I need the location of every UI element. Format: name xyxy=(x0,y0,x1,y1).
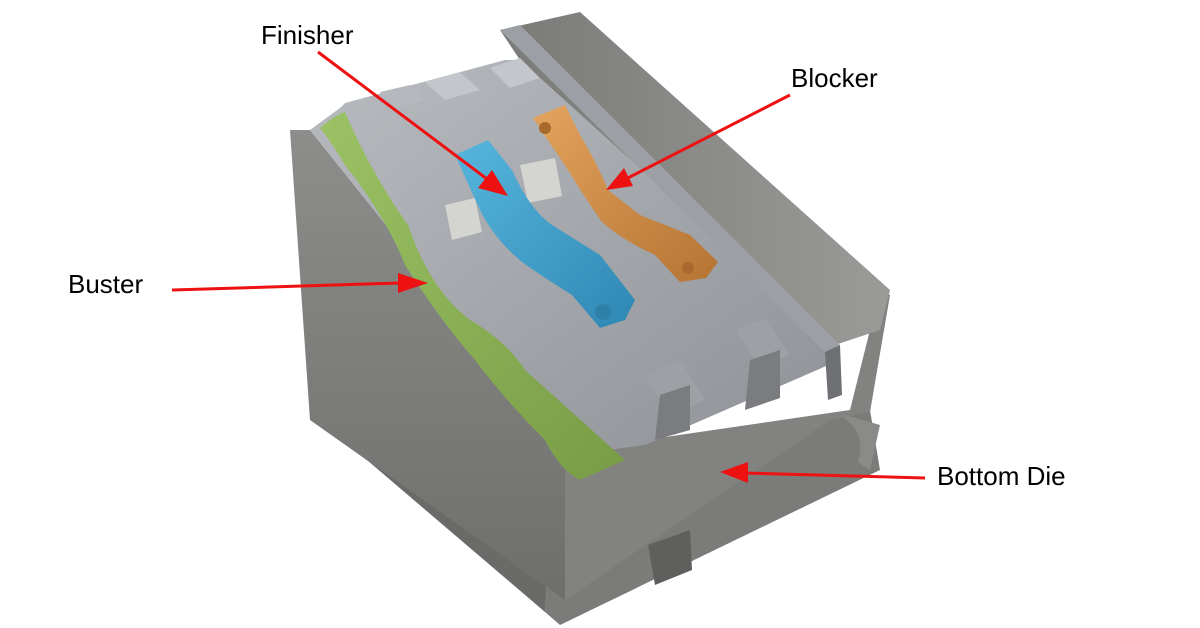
blocker-label: Blocker xyxy=(791,63,878,93)
block-right-face xyxy=(500,12,890,345)
right-rail xyxy=(500,25,840,352)
bottom-die-arrow xyxy=(744,471,926,480)
die-block xyxy=(290,12,890,600)
block-front-face xyxy=(565,290,890,600)
blocker-dot-1 xyxy=(539,122,551,134)
blocker-impression xyxy=(533,105,718,282)
blocker-arrowhead xyxy=(606,168,633,190)
front-step-4 xyxy=(745,350,780,410)
finisher-arrowhead xyxy=(478,170,508,196)
bottom-die-lug xyxy=(648,530,692,585)
blocker-dot-2 xyxy=(682,262,694,274)
bottom-die-label: Bottom Die xyxy=(937,461,1066,491)
light-pad-2 xyxy=(520,158,562,203)
back-step-2 xyxy=(490,58,540,88)
buster-impression xyxy=(320,112,625,480)
bottom-die-rounded-corner xyxy=(835,412,880,470)
arrows xyxy=(171,50,926,483)
back-step-1 xyxy=(425,72,480,100)
block-left-face xyxy=(290,130,570,600)
finisher-label: Finisher xyxy=(261,20,354,50)
buster-label: Buster xyxy=(68,269,143,299)
buster-arrow xyxy=(171,281,401,292)
bottom-die-arrowhead xyxy=(720,462,748,483)
right-rail-side xyxy=(825,345,842,400)
finisher-dot xyxy=(595,304,611,320)
front-step-3 xyxy=(655,385,690,440)
blocker-arrow xyxy=(619,93,791,184)
light-pad-1 xyxy=(445,198,482,240)
buster-arrowhead xyxy=(398,273,428,293)
finisher-arrow xyxy=(317,50,496,187)
back-step-3 xyxy=(380,85,425,108)
